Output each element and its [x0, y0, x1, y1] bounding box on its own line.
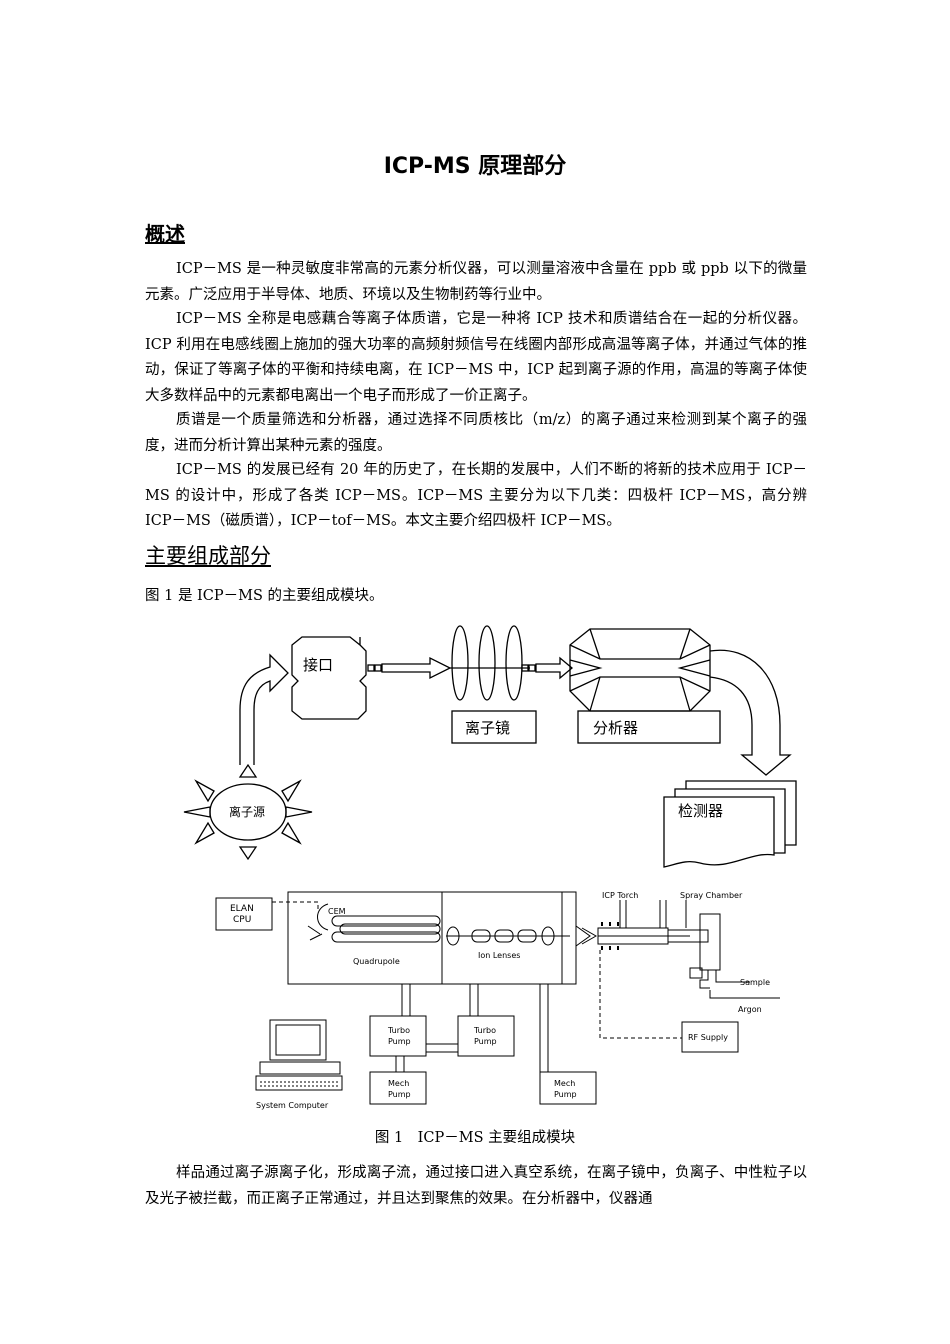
- detector-label: 检测器: [678, 802, 723, 820]
- paragraph-3: 质谱是一个质量筛选和分析器，通过选择不同质核比（m/z）的离子通过来检测到某个离…: [145, 412, 807, 454]
- mech-pump-2-line1: Mech: [554, 1079, 575, 1088]
- elan-cpu-line1: ELAN: [230, 904, 254, 914]
- icp-torch-label: ICP Torch: [602, 891, 638, 900]
- analyzer-label: 分析器: [593, 719, 638, 737]
- quadrupole-label: Quadrupole: [353, 957, 400, 966]
- figure-intro: 图 1 是 ICP－MS 的主要组成模块。: [145, 588, 384, 604]
- paragraph-5: 样品通过离子源离子化，形成离子流，通过接口进入真空系统，在离子镜中，负离子、中性…: [145, 1165, 807, 1207]
- sample-label: Sample: [740, 978, 770, 987]
- ion-lenses-label: Ion Lenses: [478, 951, 520, 960]
- interface-label: 接口: [303, 656, 333, 674]
- argon-label: Argon: [738, 1005, 762, 1014]
- ion-source-label: 离子源: [229, 804, 265, 819]
- paragraph-1: ICP－MS 是一种灵敏度非常高的元素分析仪器，可以测量溶液中含量在 ppb 或…: [145, 261, 807, 303]
- turbo-pump-1-line1: Turbo: [387, 1026, 410, 1035]
- figure-caption: 图 1 ICP－MS 主要组成模块: [374, 1130, 576, 1146]
- turbo-pump-2-line1: Turbo: [473, 1026, 496, 1035]
- mech-pump-2-line2: Pump: [554, 1090, 577, 1099]
- page-title: ICP-MS 原理部分: [383, 154, 567, 179]
- section-heading-overview: 概述: [145, 222, 185, 246]
- system-computer-label: System Computer: [256, 1101, 329, 1110]
- spray-chamber-label: Spray Chamber: [680, 891, 743, 900]
- turbo-pump-1-line2: Pump: [388, 1037, 411, 1046]
- elan-cpu-line2: CPU: [233, 915, 251, 925]
- turbo-pump-2-line2: Pump: [474, 1037, 497, 1046]
- instrument-schematic: ELAN CPU CEM Quadrupole Ion Lenses ICP T…: [215, 891, 780, 1110]
- cem-label: CEM: [328, 907, 346, 916]
- ion-lens-label: 离子镜: [465, 719, 510, 737]
- mech-pump-1-line2: Pump: [388, 1090, 411, 1099]
- rf-supply-label: RF Supply: [688, 1033, 728, 1042]
- paragraph-2: ICP－MS 全称是电感藕合等离子体质谱，它是一种将 ICP 技术和质谱结合在一…: [145, 311, 807, 404]
- block-diagram: 接口 离子镜 分析器 离子源 检测器: [183, 625, 797, 868]
- section-heading-components: 主要组成部分: [145, 544, 271, 568]
- mech-pump-1-line1: Mech: [388, 1079, 409, 1088]
- paragraph-4: ICP－MS 的发展已经有 20 年的历史了，在长期的发展中，人们不断的将新的技…: [145, 462, 807, 529]
